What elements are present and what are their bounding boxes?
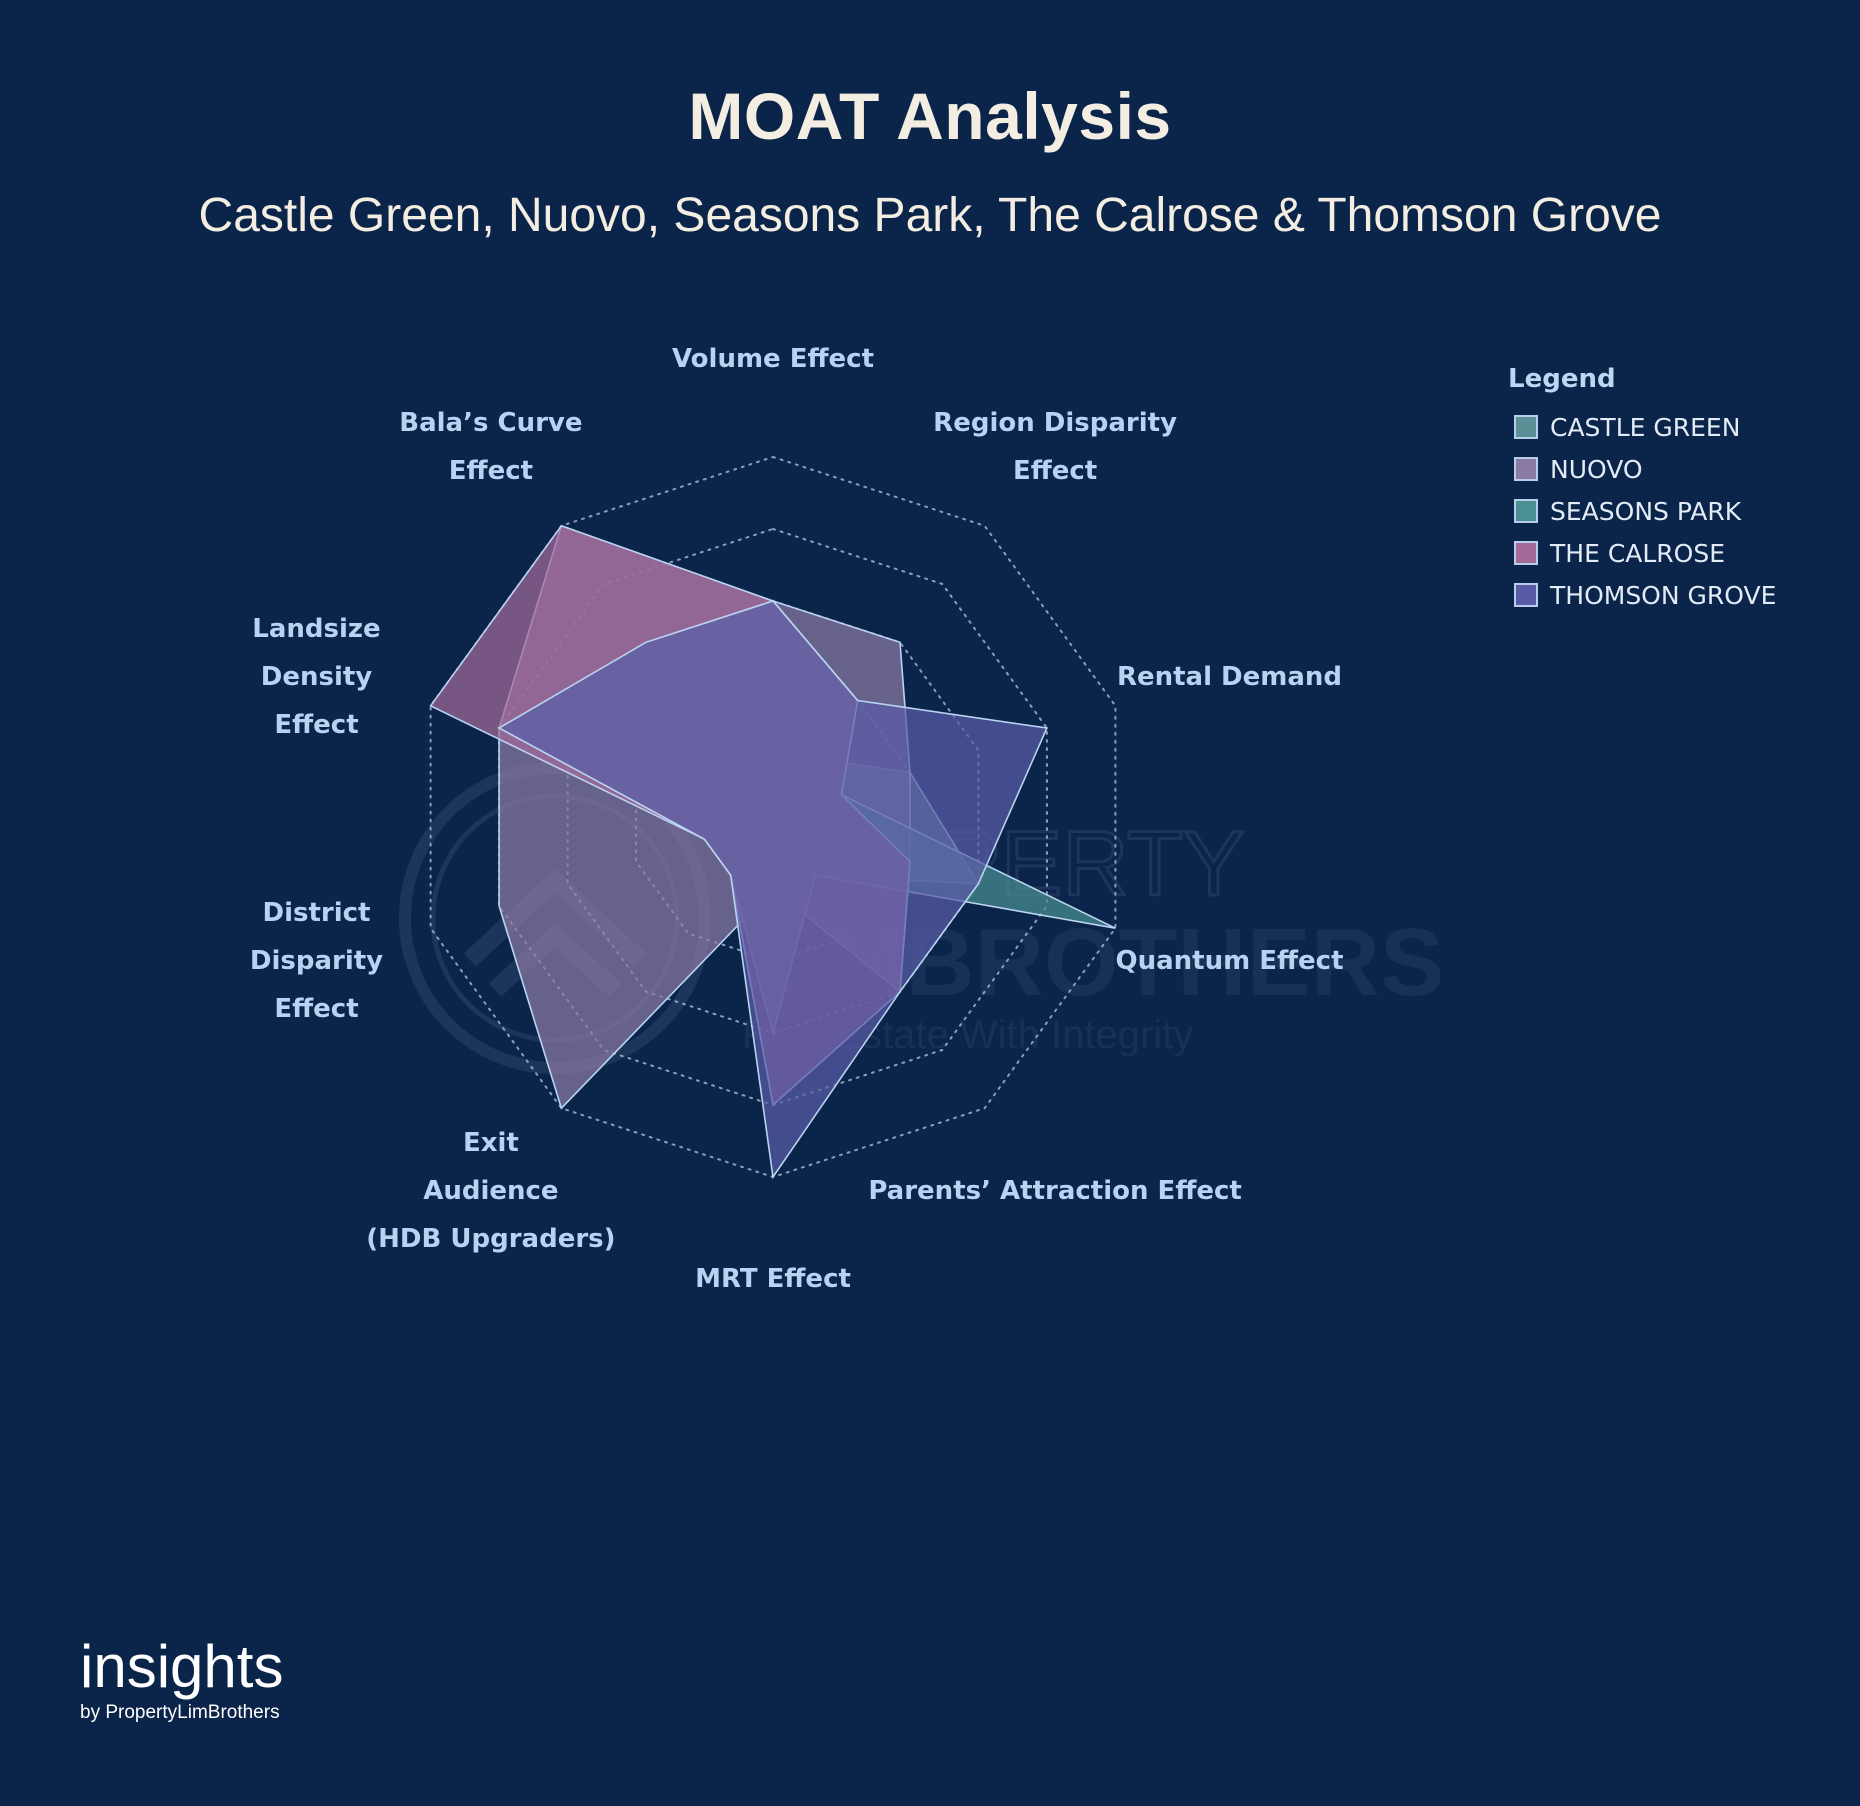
axis-label-line: Effect [274,994,358,1024]
legend-swatch [1514,499,1538,523]
axis-label-line: Exit [463,1128,519,1158]
legend-item: THE CALROSE [1508,532,1776,574]
legend-item: NUOVO [1508,448,1776,490]
legend-item: CASTLE GREEN [1508,406,1776,448]
legend-label: THOMSON GROVE [1550,580,1777,610]
legend-swatch [1514,415,1538,439]
legend-swatch [1514,541,1538,565]
axis-label-line: District [263,898,371,928]
legend: Legend CASTLE GREEN NUOVO SEASONS PARK THE … [1508,364,1776,616]
axis-label-line: (HDB Upgraders) [366,1224,615,1254]
axis-label-5: MRT Effect [695,1264,851,1294]
axis-label-line: Effect [1013,456,1097,486]
legend-swatch [1514,457,1538,481]
series-thomson-grove [497,600,1049,1180]
legend-swatch [1514,583,1538,607]
radar-series [429,524,1116,1180]
axis-label-line: Volume Effect [672,344,874,374]
legend-label: CASTLE GREEN [1550,412,1741,442]
axis-label-4: Parents’ Attraction Effect [868,1176,1242,1206]
brand-name: insights [80,1633,284,1700]
legend-title: Legend [1508,364,1616,394]
axis-label-line: MRT Effect [695,1264,851,1294]
axis-label-line: Bala’s Curve [399,408,582,438]
axis-label-line: Disparity [250,946,383,976]
legend-label: SEASONS PARK [1550,496,1742,526]
axis-label-line: Audience [423,1176,558,1206]
axis-label-line: Region Disparity [933,408,1177,438]
axis-label-line: Rental Demand [1117,662,1342,692]
legend-label: THE CALROSE [1550,538,1726,568]
axis-label-0: Volume Effect [672,344,874,374]
axis-label-line: Quantum Effect [1115,946,1343,976]
axis-label-line: Effect [274,710,358,740]
axis-label-2: Rental Demand [1117,662,1342,692]
legend-label: NUOVO [1550,454,1643,484]
axis-label-line: Parents’ Attraction Effect [868,1176,1242,1206]
legend-item: THOMSON GROVE [1508,574,1776,616]
chart-subtitle: Castle Green, Nuovo, Seasons Park, The C… [198,189,1662,242]
chart-title: MOAT Analysis [688,79,1172,153]
axis-label-line: Landsize [252,614,380,644]
axis-label-line: Density [261,662,373,692]
brand-logo: insights by PropertyLimBrothers [80,1634,283,1724]
axis-label-line: Effect [449,456,533,486]
legend-item: SEASONS PARK [1508,490,1776,532]
axis-label-3: Quantum Effect [1115,946,1343,976]
brand-byline: by PropertyLimBrothers [80,1702,280,1723]
legend-items: CASTLE GREEN NUOVO SEASONS PARK THE CALROSE… [1508,406,1776,616]
